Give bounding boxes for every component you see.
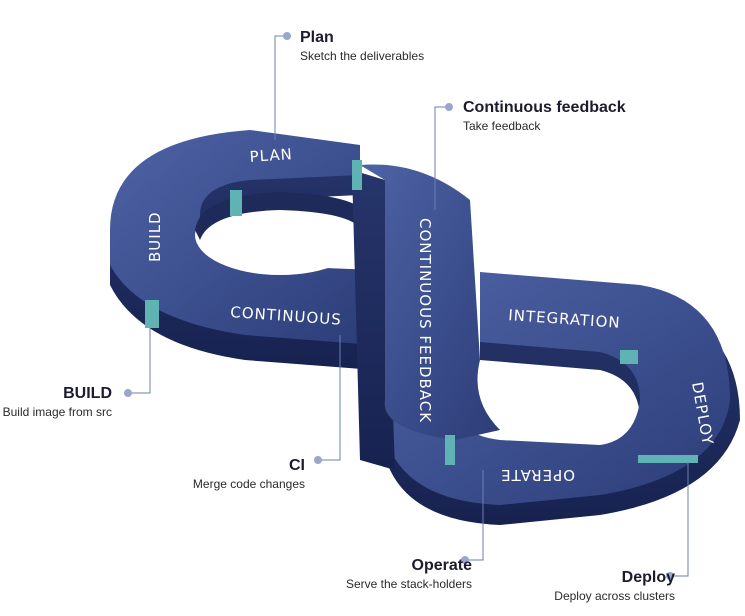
callout-operate: Operate Serve the stack-holders — [346, 556, 472, 592]
callout-deploy-subtitle: Deploy across clusters — [554, 589, 675, 603]
callout-deploy-title: Deploy — [621, 569, 675, 586]
callout-ci-title: CI — [289, 457, 305, 474]
callout-deploy: Deploy Deploy across clusters — [554, 568, 675, 604]
callout-plan-title: Plan — [300, 29, 334, 46]
segment-operate-label: OPERATE — [500, 466, 575, 484]
center-band — [352, 164, 500, 470]
callout-build-title: BUILD — [63, 385, 112, 402]
callout-ci-subtitle: Merge code changes — [192, 477, 305, 491]
callout-feedback: Continuous feedback Take feedback — [463, 98, 626, 134]
right-loop — [380, 272, 740, 525]
leader-dots — [124, 32, 674, 580]
callout-build: BUILD Build image from src — [3, 384, 112, 420]
callout-feedback-title: Continuous feedback — [463, 99, 626, 116]
segment-build-label: BUILD — [146, 211, 164, 262]
callout-plan-subtitle: Sketch the deliverables — [300, 49, 425, 63]
callout-ci: CI Merge code changes — [193, 456, 305, 492]
callout-build-subtitle: Build image from src — [2, 405, 112, 419]
callout-operate-subtitle: Serve the stack-holders — [345, 577, 472, 591]
callout-feedback-subtitle: Take feedback — [463, 119, 541, 133]
leader-lines — [130, 35, 689, 577]
callout-operate-title: Operate — [411, 557, 472, 574]
callout-plan: Plan Sketch the deliverables — [300, 28, 424, 64]
segment-continuous-feedback-label: CONTINUOUS FEEDBACK — [416, 218, 434, 423]
segment-plan-label: PLAN — [249, 145, 293, 166]
segment-dividers — [145, 160, 698, 465]
